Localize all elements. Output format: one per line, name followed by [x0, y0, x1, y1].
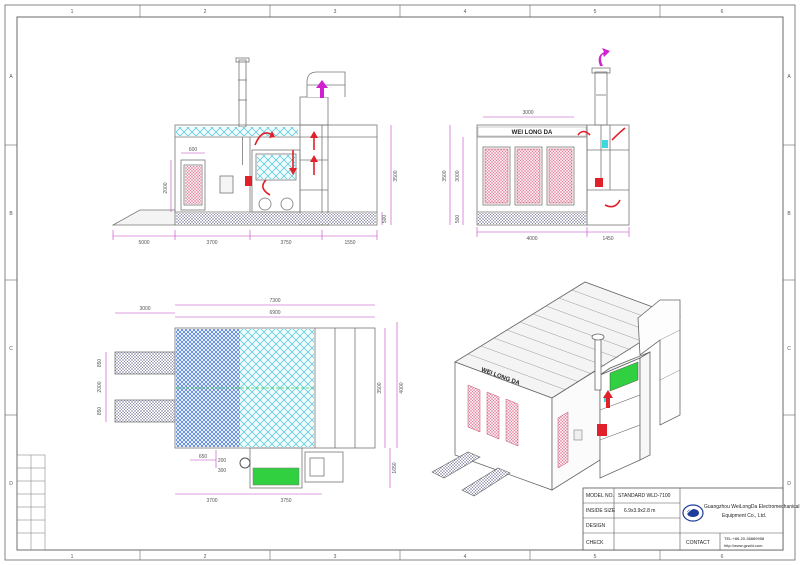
iso-duct: [637, 299, 681, 426]
plan-dim-left-0: 850: [97, 359, 103, 368]
front-dim-door-height: 2000: [163, 182, 169, 193]
contact-label: CONTACT: [686, 540, 710, 546]
front-dim-bottom-3: 1550: [344, 240, 355, 246]
front-elevation: 5000 3700 3750 1550 600 2000 3500 500: [111, 57, 399, 246]
grid-left-c: C: [9, 346, 13, 352]
company-logo: [682, 504, 704, 522]
plan-green-filter: [252, 467, 300, 486]
size-value: 6.9x3.9x2.8 m: [624, 508, 655, 514]
iso-red-box: [597, 424, 607, 436]
title-block: MODEL NO. STANDARD WLD-7100 INSIDE SIZE …: [582, 487, 800, 551]
grid-top-3: 3: [334, 9, 337, 15]
grid-bottom-1: 1: [71, 554, 74, 560]
grid-bottom-2: 2: [204, 554, 207, 560]
grid-left-a: A: [9, 74, 13, 80]
plan-dim-bottom-0: 3700: [206, 498, 217, 504]
iso-green-filter: [609, 361, 639, 392]
grid-top-2: 2: [204, 9, 207, 15]
iso-ramp-2: [461, 467, 511, 497]
front-exhaust-arrow: [316, 80, 328, 98]
side-airflow-arrows: [577, 127, 626, 208]
plan-dim-small-2: 300: [218, 468, 227, 474]
front-dim-bottom-2: 3750: [280, 240, 291, 246]
plan-dim-right-0: 3500: [377, 382, 383, 393]
front-arrow-heads: [269, 131, 318, 175]
isometric-view: WEI LONG DA: [431, 281, 681, 497]
front-window-panel: [185, 166, 201, 204]
side-sign: WEI LONG DA: [512, 130, 553, 136]
contact-web: http://www.gzwld.com: [724, 543, 763, 548]
plan-dim-bottom-1: 3750: [280, 498, 291, 504]
contact-tel: TEL:+86-20-36889958: [724, 536, 765, 541]
grid-top-1: 1: [71, 9, 74, 15]
side-exhaust-arrow: [598, 48, 610, 66]
revision-table: [16, 454, 46, 551]
plan-dim-left-1: 2000: [97, 381, 103, 392]
side-red-box: [595, 178, 603, 187]
company-line-2: Equipment Co., Ltd.: [722, 513, 766, 519]
side-dim-left-2: 500: [455, 215, 461, 224]
front-airflow-arrows: [254, 132, 315, 196]
front-dim-base-height: 500: [382, 215, 388, 224]
side-cyan-fan: [602, 140, 608, 148]
grid-bottom-4: 4: [464, 554, 467, 560]
side-dim-left-1: 3000: [455, 170, 461, 181]
plan-dim-right-lower: 1650: [392, 462, 398, 473]
sheet-grid-labels: 1 2 3 4 5 6 1 2 3 4 5 6 A B C D A B C D: [9, 9, 791, 560]
front-burner-red-box: [245, 176, 252, 186]
plan-dim-top-1: 7300: [269, 298, 280, 304]
side-dim-top: 3000: [522, 110, 533, 116]
iso-ramp-1: [431, 451, 481, 479]
grid-top-5: 5: [594, 9, 597, 15]
grid-right-a: A: [787, 74, 791, 80]
sheet-frame: [4, 4, 796, 561]
front-dim-total-height: 3500: [393, 170, 399, 181]
grid-right-d: D: [787, 481, 791, 487]
side-floor-grating: [478, 213, 586, 224]
front-floor-grating: [176, 213, 376, 224]
plan-dim-top-0: 3000: [139, 306, 150, 312]
grid-top-4: 4: [464, 9, 467, 15]
model-label: MODEL NO.: [586, 493, 614, 499]
plan-dim-small-1: 200: [218, 458, 227, 464]
plan-dim-left-2: 850: [97, 407, 103, 416]
grid-top-6: 6: [721, 9, 724, 15]
company-line-1: Guangzhou WeiLongDa Electromechanical: [704, 504, 800, 510]
model-value: STANDARD WLD-7100: [618, 493, 671, 499]
iso-door-panel-1: [467, 384, 481, 433]
size-label: INSIDE SIZE: [586, 508, 616, 514]
side-dim-bottom-0: 4000: [526, 236, 537, 242]
plan-dim-top-2: 6900: [269, 310, 280, 316]
grid-bottom-3: 3: [334, 554, 337, 560]
grid-left-b: B: [9, 211, 13, 217]
front-dim-bottom-0: 5000: [138, 240, 149, 246]
front-dim-bottom-1: 3700: [206, 240, 217, 246]
side-door-panel-3: [548, 148, 573, 204]
grid-right-c: C: [787, 346, 791, 352]
side-door-panel-2: [516, 148, 541, 204]
side-dim-left-0: 3500: [442, 170, 448, 181]
check-label: CHECK: [586, 540, 604, 546]
plan-dim-small-0: 650: [199, 454, 208, 460]
plan-fan-circle: [239, 457, 251, 469]
side-elevation: WEI LONG DA 3000 4000 1450 3500 3000 500: [442, 48, 630, 242]
iso-door-panel-3: [505, 398, 519, 447]
iso-door-panel-2: [486, 391, 500, 440]
design-label: DESIGN: [586, 523, 606, 529]
front-ceiling-filter: [176, 127, 298, 136]
iso-exhaust-arrow: [603, 390, 613, 408]
grid-right-b: B: [787, 211, 791, 217]
side-dim-bottom-1: 1450: [602, 236, 613, 242]
front-dim-door-width: 600: [189, 147, 198, 153]
grid-bottom-5: 5: [594, 554, 597, 560]
grid-bottom-6: 6: [721, 554, 724, 560]
plan-dim-right-1: 4000: [399, 382, 405, 393]
front-burner-grille: [257, 155, 295, 179]
plan-view: 3000 7300 6900 850 2000 850 3500 4000 16…: [97, 298, 405, 504]
grid-left-d: D: [9, 481, 13, 487]
side-door-panel-1: [484, 148, 509, 204]
